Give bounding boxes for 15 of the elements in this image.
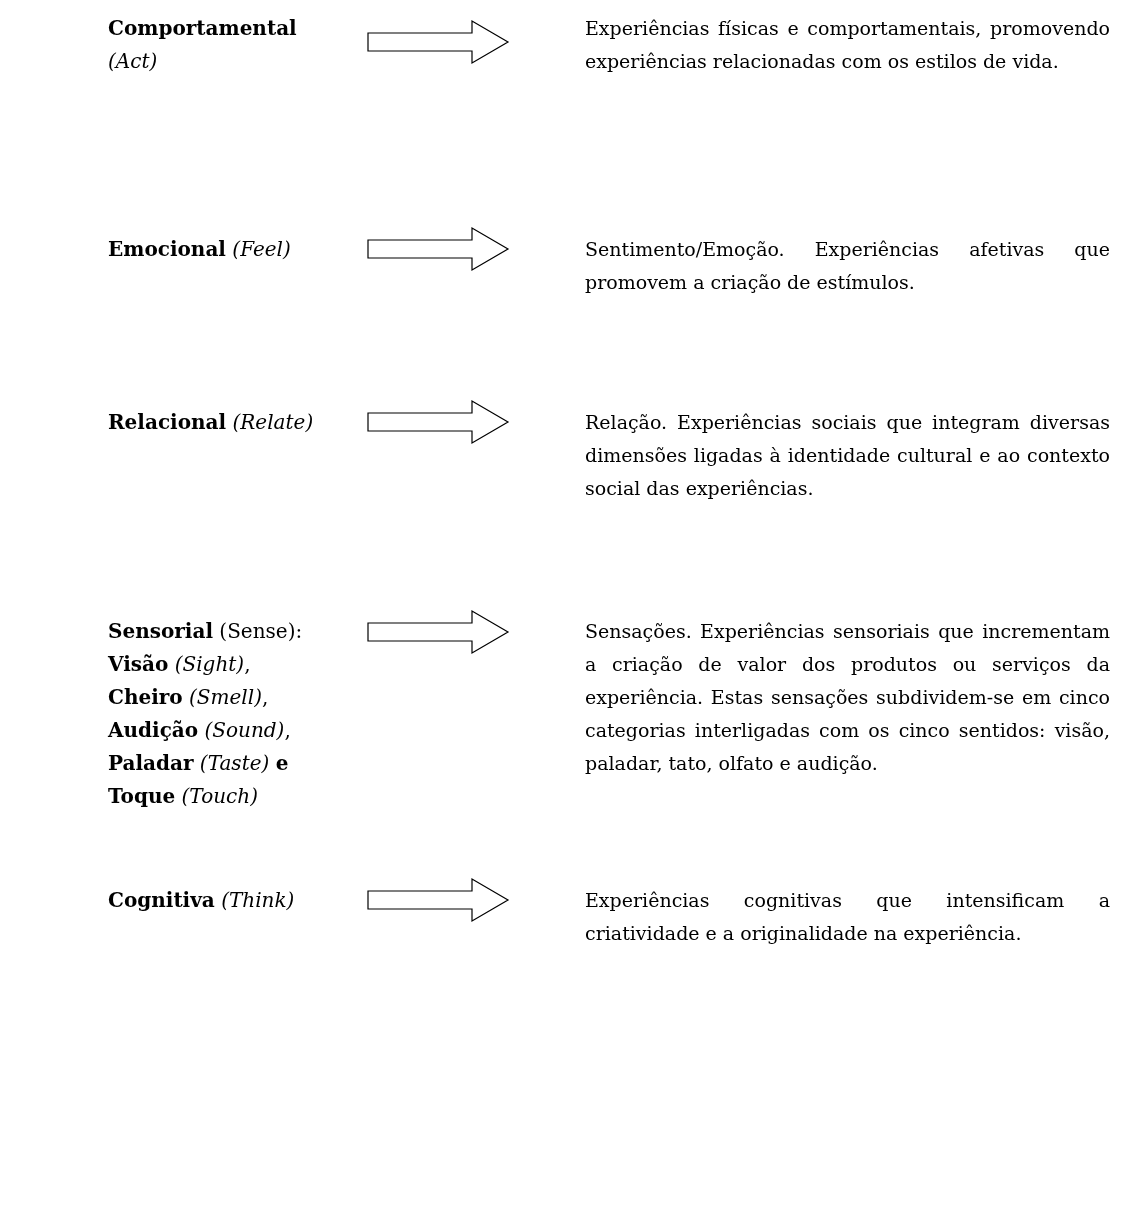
description-text: Sensações. Experiências sensoriais que incrementam a criação de valor dos produtos ou serviços da experiência. Estas sensações subdividem-se em cinco categorias interligadas com os cinco sentidos: visão, paladar, tato, olfato e audição. [585, 619, 1110, 776]
description-text: Experiências cognitivas que intensificam a criatividade e a originalidade na experiência. [585, 888, 1110, 946]
category-label: Comportamental (Act) [108, 15, 298, 75]
category-label: Cognitiva (Think) [108, 887, 296, 914]
block-arrow [367, 877, 510, 923]
description-text: Relação. Experiências sociais que integram diversas dimensões ligadas à identidade cultural e ao contexto social das experiências. [585, 410, 1110, 501]
category-label: Emocional (Feel) [108, 236, 292, 263]
category-label: Relacional (Relate) [108, 409, 315, 436]
block-arrow [367, 609, 510, 655]
block-arrow [367, 399, 510, 445]
description-text: Experiências físicas e comportamentais, promovendo experiências relacionadas com os estilos de vida. [585, 16, 1110, 74]
block-arrow [367, 19, 510, 65]
description-text: Sentimento/Emoção. Experiências afetivas que promovem a criação de estímulos. [585, 237, 1110, 295]
category-label: Sensorial (Sense): Visão (Sight), Cheiro (Smell), Audição (Sound), Paladar (Taste) e Toque (Touch) [108, 618, 304, 810]
block-arrow [367, 226, 510, 272]
